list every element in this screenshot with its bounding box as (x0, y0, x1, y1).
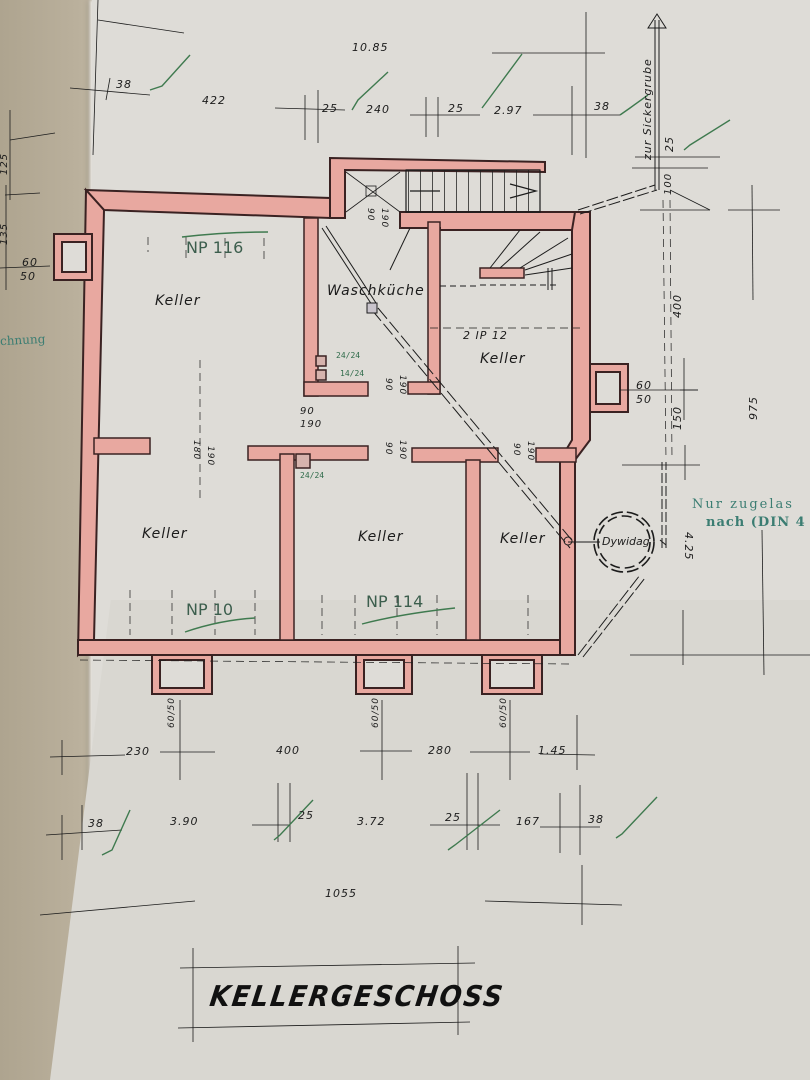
dim-right-window-top: 60 (636, 379, 652, 392)
dim-door7-bot: 190 (205, 446, 215, 467)
dim-top-240: 240 (366, 103, 390, 116)
dim-door3-bot: 190 (300, 419, 323, 430)
dim-right-975: 975 (747, 396, 760, 420)
dim-door1-bot: 190 (379, 208, 389, 229)
dim-left-135: 135 (0, 222, 10, 245)
dim-top-38a: 38 (116, 78, 132, 91)
drawing-title: KELLERGESCHOSS (207, 980, 507, 1014)
chimney-size-b: 14/24 (340, 369, 365, 378)
dim-bottom-280: 280 (428, 744, 452, 757)
dim-bottom2-38a: 38 (88, 817, 104, 830)
dim-right-25: 25 (663, 136, 676, 152)
dywidag-tank (593, 511, 655, 573)
drain-pipe (321, 13, 667, 658)
dim-top-297: 2.97 (494, 104, 523, 117)
room-label-keller-ne: Keller (480, 351, 526, 367)
dim-door2-top: 90 (383, 378, 393, 392)
dim-door3-top: 90 (300, 406, 315, 417)
dim-top-38b: 38 (594, 100, 610, 113)
dim-bottom2-390: 3.90 (170, 815, 199, 828)
np-label-bottom-mid: NP 114 (366, 592, 424, 611)
stair-run (405, 169, 541, 213)
dim-left-window-bot: 50 (20, 270, 36, 283)
dim-door4-top: 90 (383, 442, 393, 456)
dim-right-425: 4.25 (682, 532, 695, 561)
dim-bottom2-372: 3.72 (357, 815, 386, 828)
winding-stair (440, 229, 573, 290)
dim-right-400: 400 (671, 294, 684, 318)
room-label-keller-se: Keller (500, 531, 546, 547)
exterior-walls (53, 156, 629, 695)
dim-top-422: 422 (202, 94, 226, 107)
room-label-keller-nw: Keller (155, 293, 201, 309)
dim-bottom2-38b: 38 (588, 813, 604, 826)
dim-right-100: 100 (663, 172, 674, 195)
dim-bottom2-25b: 25 (445, 811, 461, 824)
chimney-size-a: 24/24 (336, 351, 361, 360)
dim-top-25b: 25 (448, 102, 464, 115)
dim-door2-bot: 190 (397, 375, 407, 396)
dim-bottom2-167: 167 (516, 815, 540, 828)
dim-right-150: 150 (671, 406, 684, 430)
np-label-bottom-left: NP 10 (186, 600, 234, 619)
dywidag-label: Dywidag (602, 535, 650, 548)
dim-left-125: 125 (0, 152, 10, 175)
stamp-line-2: nach (DIN 4 (706, 515, 806, 530)
margin-fragment-left: chnung (0, 331, 46, 349)
dim-door4-bot: 190 (397, 440, 407, 461)
dim-bottom2-25a: 25 (298, 809, 314, 822)
dim-right-window-bot: 50 (636, 393, 652, 406)
dim-overall-bottom: 1055 (325, 887, 357, 900)
room-label-waschkueche: Waschküche (327, 283, 425, 299)
dim-overall-top: 10.85 (352, 41, 389, 54)
sickergrube-label: zur Sickergrube (641, 58, 654, 160)
check-marks (101, 53, 731, 856)
stair-hall-cross (345, 171, 401, 213)
dim-window-bottom-2: 60/50 (371, 697, 381, 728)
dim-window-bottom-3: 60/50 (499, 697, 509, 728)
dim-door5-top: 90 (511, 443, 521, 457)
dim-door7-top: 180 (191, 440, 201, 461)
dim-top-25a: 25 (322, 102, 338, 115)
beam-label: 2 IP 12 (463, 329, 508, 342)
dim-left-window-top: 60 (22, 256, 38, 269)
dim-door5-bot: 190 (525, 441, 535, 462)
dim-bottom-145: 1.45 (538, 744, 567, 757)
interior-walls (93, 217, 577, 641)
np-label-top: NP 116 (186, 238, 244, 257)
stamp-line-1: Nur zugelas (692, 497, 794, 512)
room-label-keller-s: Keller (358, 529, 404, 545)
dimension-lines (0, 0, 810, 1042)
dim-door1-top: 90 (365, 208, 375, 222)
room-label-keller-sw: Keller (142, 526, 188, 542)
dim-bottom-230: 230 (126, 745, 150, 758)
chimney-size-c: 24/24 (300, 471, 325, 480)
guide-lines (79, 199, 673, 665)
dim-window-bottom-1: 60/50 (167, 697, 177, 728)
dim-bottom-400: 400 (276, 744, 300, 757)
